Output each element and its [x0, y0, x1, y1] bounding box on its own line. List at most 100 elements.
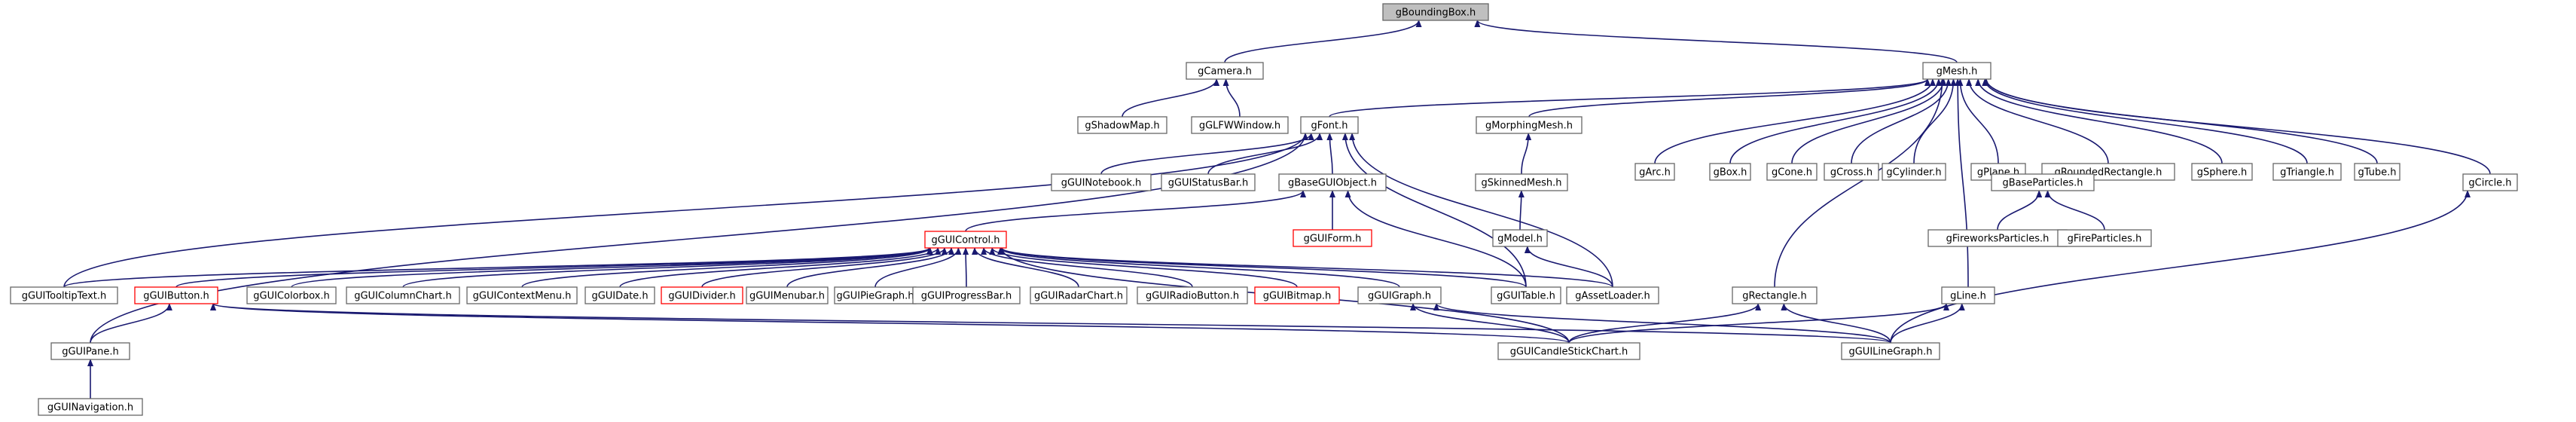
edge-gAssetLoader-to-gModel [1524, 246, 1613, 288]
node-box [1566, 286, 1659, 304]
node-box [50, 342, 130, 360]
node-gGUIStatusBar[interactable]: gGUIStatusBar.h [1161, 173, 1256, 191]
edge-gGUIMenubar-to-gGUIControl [786, 247, 954, 288]
node-gGUIMenubar[interactable]: gGUIMenubar.h [746, 286, 829, 304]
node-gShadowMap[interactable]: gShadowMap.h [1077, 116, 1167, 134]
node-gGUIGraph[interactable]: gGUIGraph.h [1357, 286, 1442, 304]
node-gCircle[interactable]: gCircle.h [2462, 173, 2518, 191]
node-box [134, 286, 218, 304]
node-gLine[interactable]: gLine.h [1941, 286, 1995, 304]
node-gBaseParticles[interactable]: gBaseParticles.h [1991, 173, 2095, 191]
node-gBoundingBox[interactable]: gBoundingBox.h [1382, 3, 1489, 21]
node-gMorphingMesh[interactable]: gMorphingMesh.h [1476, 116, 1583, 134]
edge-gShadowMap-to-gCamera [1122, 78, 1220, 118]
node-box [1922, 62, 1992, 80]
node-gGUITable[interactable]: gGUITable.h [1491, 286, 1561, 304]
edge-gCone-to-gMesh [1791, 78, 1947, 164]
edge-gGUIStatusBar-to-gFont [1207, 133, 1323, 175]
node-gFireParticles[interactable]: gFireParticles.h [2057, 229, 2152, 247]
node-label: gShadowMap.h [1085, 121, 1159, 132]
node-gGUIContextMenu[interactable]: gGUIContextMenu.h [466, 286, 578, 304]
edge-gGUIBitmap-to-gGUIControl [989, 247, 1298, 288]
node-gFireworksParticles[interactable]: gFireworksParticles.h [1927, 229, 2068, 247]
node-gGUIBitmap[interactable]: gGUIBitmap.h [1254, 286, 1340, 304]
node-label: gGUIBitmap.h [1263, 291, 1332, 302]
edge-gGUICandleStickChart-to-gLine [1568, 303, 1949, 344]
node-gGUIRadioButton[interactable]: gGUIRadioButton.h [1137, 286, 1248, 304]
node-gGUINavigation[interactable]: gGUINavigation.h [38, 398, 143, 416]
edge-gBaseGUIObject-to-gFont [1326, 133, 1333, 175]
node-gGUIColumnChart[interactable]: gGUIColumnChart.h [346, 286, 460, 304]
node-gGUIProgressBar[interactable]: gGUIProgressBar.h [912, 286, 1021, 304]
node-label: gGUITooltipText.h [22, 291, 107, 302]
node-gGUIButton[interactable]: gGUIButton.h [134, 286, 218, 304]
node-gGUIDivider[interactable]: gGUIDivider.h [661, 286, 743, 304]
node-gGUIControl[interactable]: gGUIControl.h [924, 231, 1007, 249]
node-box [1278, 173, 1387, 191]
edge-gGUIGraph-to-gGUIControl [997, 247, 1400, 288]
node-label: gBox.h [1714, 167, 1747, 179]
edge-gGUILineGraph-to-gLine [1890, 303, 1965, 344]
node-label: gBaseParticles.h [2002, 178, 2083, 189]
node-gGUIForm[interactable]: gGUIForm.h [1293, 229, 1372, 247]
edge-gBox-to-gMesh [1729, 78, 1942, 164]
node-gSkinnedMesh[interactable]: gSkinnedMesh.h [1475, 173, 1568, 191]
node-label: gGUIMenubar.h [749, 291, 825, 302]
node-box [1300, 116, 1359, 134]
node-box [1191, 116, 1289, 134]
edge-gGUIControl-to-gBaseGUIObject [965, 190, 1306, 232]
node-gModel[interactable]: gModel.h [1492, 229, 1548, 247]
node-gGUIRadarChart[interactable]: gGUIRadarChart.h [1030, 286, 1128, 304]
node-box [246, 286, 337, 304]
node-label: gRectangle.h [1742, 291, 1806, 302]
node-label: gGUIDate.h [591, 291, 648, 302]
node-gTube[interactable]: gTube.h [2354, 163, 2401, 181]
node-gGUILineGraph[interactable]: gGUILineGraph.h [1841, 342, 1940, 360]
edge-gGUIRadarChart-to-gGUIControl [972, 247, 1079, 288]
node-gCamera[interactable]: gCamera.h [1186, 62, 1264, 80]
node-box [2191, 163, 2253, 181]
edge-gSphere-to-gMesh [1975, 78, 2223, 164]
node-box [1137, 286, 1248, 304]
node-label: gGUIRadarChart.h [1034, 291, 1123, 302]
node-gGUIPieGraph[interactable]: gGUIPieGraph.h [834, 286, 917, 304]
node-gTriangle[interactable]: gTriangle.h [2272, 163, 2342, 181]
node-label: gGLFWWindow.h [1199, 121, 1280, 132]
node-label: gFireworksParticles.h [1946, 234, 2050, 245]
node-gGUITooltipText[interactable]: gGUITooltipText.h [10, 286, 118, 304]
edge-gGUICandleStickChart-to-gRectangle [1568, 303, 1762, 344]
node-box [1051, 173, 1152, 191]
dependency-edges [63, 20, 2491, 399]
node-label: gBaseGUIObject.h [1288, 178, 1377, 189]
edge-gModel-to-gSkinnedMesh [1518, 190, 1525, 231]
edge-gGUITooltipText-to-gFont [63, 133, 1308, 288]
node-gGUICandleStickChart[interactable]: gGUICandleStickChart.h [1497, 342, 1641, 360]
node-gSphere[interactable]: gSphere.h [2191, 163, 2253, 181]
node-gAssetLoader[interactable]: gAssetLoader.h [1566, 286, 1659, 304]
node-label: gFont.h [1311, 121, 1348, 132]
node-gGUIPane[interactable]: gGUIPane.h [50, 342, 130, 360]
node-gCross[interactable]: gCross.h [1824, 163, 1879, 181]
node-label: gAssetLoader.h [1575, 291, 1650, 302]
node-gCylinder[interactable]: gCylinder.h [1882, 163, 1946, 181]
node-gCone[interactable]: gCone.h [1766, 163, 1818, 181]
edge-gGUIColorbox-to-gGUIControl [291, 247, 932, 288]
node-gArc[interactable]: gArc.h [1634, 163, 1675, 181]
node-box [924, 231, 1007, 249]
node-gGUINotebook[interactable]: gGUINotebook.h [1051, 173, 1152, 191]
node-gFont[interactable]: gFont.h [1300, 116, 1359, 134]
node-box [1491, 286, 1561, 304]
node-box [1254, 286, 1340, 304]
node-label: gSphere.h [2197, 167, 2247, 179]
node-label: gGUIStatusBar.h [1168, 178, 1249, 189]
node-gBox[interactable]: gBox.h [1709, 163, 1751, 181]
node-gGUIColorbox[interactable]: gGUIColorbox.h [246, 286, 337, 304]
node-box [661, 286, 743, 304]
node-gMesh[interactable]: gMesh.h [1922, 62, 1992, 80]
node-gGUIDate[interactable]: gGUIDate.h [584, 286, 655, 304]
node-box [912, 286, 1021, 304]
edge-gGUILineGraph-to-gCircle [1890, 190, 2471, 344]
node-gGLFWWindow[interactable]: gGLFWWindow.h [1191, 116, 1289, 134]
node-gRectangle[interactable]: gRectangle.h [1732, 286, 1818, 304]
node-gBaseGUIObject[interactable]: gBaseGUIObject.h [1278, 173, 1387, 191]
